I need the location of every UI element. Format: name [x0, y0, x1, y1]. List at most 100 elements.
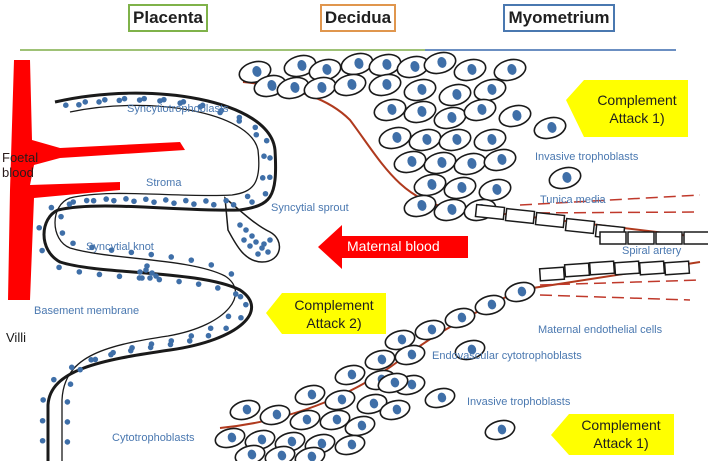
trophoblast-cell: [333, 73, 367, 97]
syncytial-nucleus: [186, 338, 193, 344]
syncytial-nucleus: [64, 399, 71, 405]
syncytial-nucleus: [66, 201, 73, 207]
syncytial-nucleus: [261, 241, 267, 247]
syncytial-nucleus: [188, 333, 195, 339]
endothelial-cell: [563, 262, 591, 278]
syncytial-nucleus: [223, 197, 229, 204]
endothelial-cell: [655, 231, 683, 245]
syncytial-nucleus: [153, 273, 159, 279]
trophoblast-cell: [423, 51, 457, 75]
spiral-artery-label: Spiral artery: [622, 245, 682, 257]
trophoblast-cell: [364, 349, 396, 371]
complement-attack1-top-line1: Complement: [597, 92, 677, 108]
complement-attack2-line2: Attack 2): [306, 315, 362, 331]
syncytial-nucleus: [225, 313, 232, 320]
syncytial-nucleus: [110, 349, 116, 356]
syncytial-nucleus: [249, 199, 255, 205]
endothelial-cell: [474, 203, 506, 221]
syncytial-nucleus: [83, 197, 90, 204]
trophoblast-cell: [548, 166, 582, 190]
maternal-blood-label: Maternal blood: [347, 238, 440, 254]
trophoblast-cell: [368, 53, 402, 77]
syncytial-nucleus: [208, 262, 215, 268]
complement-attack2-line1: Complement: [294, 297, 374, 313]
syncytial-nucleus: [51, 376, 57, 383]
syncytial-nucleus: [205, 332, 212, 339]
endothelial-cell: [599, 231, 627, 245]
cytotrophoblasts-label: Cytotrophoblasts: [112, 432, 195, 444]
trophoblast-cell: [453, 152, 487, 176]
trophoblast-cell: [478, 178, 512, 202]
villus-membranes: [42, 91, 278, 461]
endothelial-cell: [638, 260, 666, 276]
syncytial-nucleus: [197, 104, 204, 110]
syncytial-nucleus: [203, 198, 209, 204]
complement-attack2: Complement Attack 2): [284, 296, 384, 332]
trophoblast-cell: [294, 446, 326, 461]
trophoblast-cell: [214, 427, 246, 449]
syncytial-nucleus: [211, 201, 217, 208]
syncytial-nucleus: [116, 97, 123, 104]
trophoblast-cell: [414, 319, 446, 341]
trophoblast-cell: [433, 198, 467, 222]
syncytial-nucleus: [207, 325, 214, 332]
complement-attack1-top-line2: Attack 1): [609, 110, 665, 126]
villi-label: Villi: [6, 330, 26, 345]
endothelial-cell: [504, 207, 536, 225]
syncytial-nucleus: [103, 196, 110, 202]
trophoblast-cell: [294, 384, 326, 406]
trophoblast-cell: [324, 389, 356, 411]
syncytial-nucleus: [151, 199, 157, 205]
trophoblast-cell: [393, 150, 427, 174]
syncytial-nucleus: [40, 397, 46, 403]
trophoblast-cell: [229, 399, 261, 421]
syncytial-nucleus: [64, 419, 71, 425]
syncytial-nucleus: [96, 99, 102, 105]
endothelial-cell: [534, 211, 566, 229]
syncytial-nucleus: [253, 131, 260, 138]
syncytial-nucleus: [77, 366, 83, 373]
trophoblast-cell: [438, 83, 472, 107]
syncytial-nucleus: [247, 243, 253, 249]
syncytial-nucleus: [139, 275, 145, 281]
syncytial-nucleus: [188, 257, 195, 263]
syncytial-nucleus: [67, 381, 74, 388]
myometrium-header: Myometrium: [503, 4, 615, 32]
trophoblast-cell: [234, 444, 266, 461]
syncytial-nucleus: [48, 204, 55, 211]
trophoblast-cell: [463, 98, 497, 122]
syncytial-nucleus: [236, 118, 243, 124]
trophoblast-cell: [340, 52, 374, 76]
syncytial-nucleus: [267, 174, 273, 181]
syncytial-sprout: [224, 196, 281, 263]
syncytial-nucleus: [137, 269, 143, 275]
syncytial-nucleus: [143, 196, 149, 203]
syncytial-nucleus: [243, 227, 249, 233]
invasive-trophoblasts-top-label: Invasive trophoblasts: [535, 151, 639, 163]
trophoblast-cell: [334, 364, 366, 386]
syncytial-nucleus: [195, 281, 202, 287]
syncytial-nucleus: [129, 344, 135, 351]
syncytial-nucleus: [217, 109, 223, 116]
endothelial-cell: [588, 260, 616, 276]
syncytial-nucleus: [136, 97, 143, 103]
trophoblast-cell: [454, 339, 486, 361]
endothelial-cells: [474, 203, 708, 282]
endovascular-cytotrophoblasts-label: Endovascular cytotrophoblasts: [432, 350, 582, 362]
syncytial-nucleus: [64, 439, 71, 445]
trophoblast-cell: [379, 399, 411, 421]
syncytial-nucleus: [39, 247, 45, 254]
decidua-header: Decidua: [320, 4, 396, 32]
syncytial-nucleus: [111, 197, 117, 204]
syncytial-nucleus: [265, 249, 271, 255]
maternal-endothelial-cells-label: Maternal endothelial cells: [538, 324, 663, 336]
trophoblast-cell: [443, 176, 477, 200]
syncytial-nucleus: [156, 276, 163, 283]
syncytial-nucleus: [68, 364, 75, 371]
syncytial-nucleus: [223, 325, 229, 332]
syncytial-nucleus: [191, 201, 197, 207]
trophoblast-cell: [438, 128, 472, 152]
syncytial-nucleus: [149, 270, 155, 276]
syncytial-nucleus: [82, 99, 89, 105]
trophoblast-cell: [403, 194, 437, 218]
